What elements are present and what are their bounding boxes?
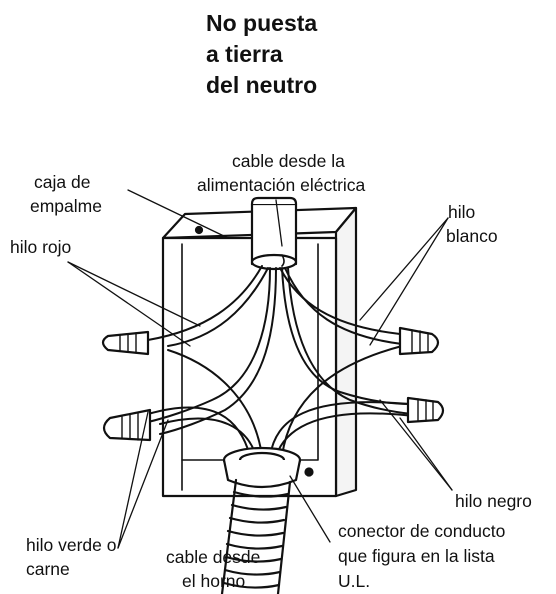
label-green-wire-1: hilo verde o <box>26 535 117 555</box>
title-line-3: del neutro <box>206 72 318 98</box>
label-oven-cable-2: el horno <box>182 571 246 591</box>
supply-conduit <box>250 196 298 271</box>
lower-wire-bundle <box>147 345 415 457</box>
label-green-wire-2: carne <box>26 559 70 579</box>
label-junction-box-1: caja de <box>34 172 91 192</box>
label-connector-1: conector de conducto <box>338 521 506 541</box>
label-red-wire: hilo rojo <box>10 237 72 257</box>
label-white-wire-1: hilo <box>448 202 476 222</box>
wire-nut-upper-right <box>398 326 440 356</box>
diagram-title: No puesta a tierra del neutro <box>206 8 406 101</box>
label-white-wire-2: blanco <box>446 226 498 246</box>
leader-lines <box>67 189 453 549</box>
label-junction-box-2: empalme <box>30 196 102 216</box>
label-oven-cable-1: cable desde <box>166 547 261 567</box>
title-line-1: No puesta <box>206 10 318 36</box>
label-supply-cable-1: cable desde la <box>232 151 345 171</box>
title-line-2: a tierra <box>206 41 283 67</box>
label-connector-3: U.L. <box>338 571 371 591</box>
wire-nut-lower-left <box>102 408 152 442</box>
label-supply-cable-2: alimentación eléctrica <box>197 175 366 195</box>
label-connector-2: que figura en la lista <box>338 546 495 566</box>
oven-flexible-conduit <box>220 478 292 594</box>
conduit-connector <box>222 446 302 489</box>
wire-nut-upper-left <box>101 330 150 356</box>
wire-nut-lower-right <box>406 396 445 424</box>
label-black-wire: hilo negro <box>455 491 532 511</box>
